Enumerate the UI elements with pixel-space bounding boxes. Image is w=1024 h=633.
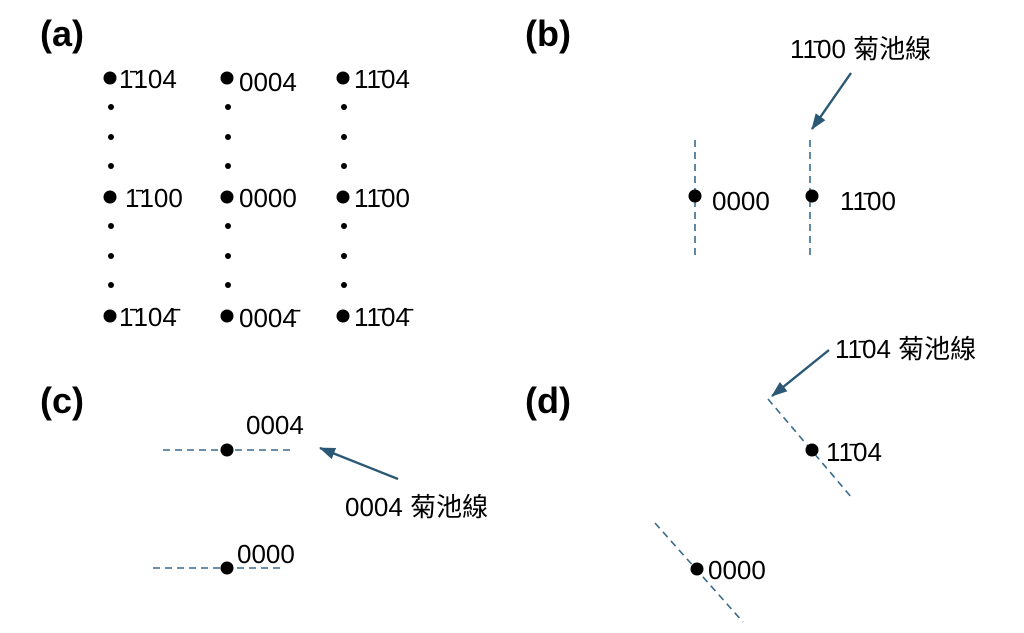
minor-spot: [341, 134, 347, 140]
spot-col2-top: [220, 71, 234, 85]
spot-label-col2-bottom: 0004̄: [239, 303, 301, 333]
minor-spot: [225, 104, 231, 110]
spot-c-reflection: [220, 443, 234, 457]
kikuchi-arrow-d: [771, 349, 830, 397]
spot-label-col1-middle: 1̄100: [125, 183, 183, 213]
panel-label-b: (b): [525, 13, 571, 54]
minor-spot: [341, 163, 347, 169]
minor-spot: [108, 104, 114, 110]
minor-spot: [225, 163, 231, 169]
minor-spot: [225, 282, 231, 288]
spot-label-col1-bottom: 1̄104̄: [119, 302, 181, 332]
spot-label-col3-top: 11̄04: [354, 64, 410, 94]
kikuchi-arrow-b: [811, 72, 852, 130]
minor-spot: [108, 282, 114, 288]
minor-spot: [341, 104, 347, 110]
spot-label-col3-bottom: 11̄04̄: [354, 302, 414, 332]
spot-col1-top: [103, 71, 117, 85]
minor-spot: [341, 223, 347, 229]
spot-label-d-reflection: 11̄04: [826, 437, 882, 467]
panel-b: (b) 11̄00 菊池線 0000 11̄00: [525, 13, 931, 256]
panel-label-a: (a): [40, 13, 84, 54]
spot-label-d-origin: 0000: [708, 555, 766, 585]
spot-label-col2-middle: 0000: [239, 183, 297, 213]
spot-column-2: 0004 0000 0004̄: [220, 67, 301, 333]
minor-spot: [225, 134, 231, 140]
minor-spot: [108, 253, 114, 259]
panel-d: (d) 11̄04 菊池線 11̄04 0000: [525, 334, 976, 623]
spot-d-origin: [690, 562, 704, 576]
panel-label-c: (c): [40, 380, 84, 421]
kikuchi-label-b: 11̄00 菊池線: [790, 34, 931, 64]
spot-b-origin: [688, 189, 702, 203]
spot-col2-middle: [220, 190, 234, 204]
minor-spot: [108, 134, 114, 140]
spot-column-1: 1̄104 1̄100 1̄104̄: [103, 64, 183, 332]
spot-col1-bottom: [103, 309, 117, 323]
spot-col1-middle: [103, 190, 117, 204]
spot-label-b-reflection: 11̄00: [840, 186, 896, 216]
spot-d-reflection: [805, 443, 819, 457]
spot-col3-middle: [336, 190, 350, 204]
spot-col3-bottom: [336, 309, 350, 323]
spot-label-c-origin: 0000: [237, 539, 295, 569]
minor-spot: [341, 253, 347, 259]
minor-spot: [108, 223, 114, 229]
minor-spot: [225, 223, 231, 229]
minor-spot: [225, 253, 231, 259]
spot-label-b-origin: 0000: [712, 186, 770, 216]
minor-spot: [341, 282, 347, 288]
kikuchi-arrow-c: [319, 446, 399, 481]
spot-column-3: 11̄04 11̄00 11̄04̄: [336, 64, 414, 332]
spot-label-c-reflection: 0004: [246, 410, 304, 440]
panel-a: (a) 1̄104 1̄100 1̄104̄ 0004 0000: [40, 13, 414, 333]
spot-label-col3-middle: 11̄00: [354, 183, 410, 213]
panel-label-d: (d): [525, 380, 571, 421]
minor-spot: [108, 163, 114, 169]
spot-col3-top: [336, 71, 350, 85]
panel-c: (c) 0004 0004 菊池線 0000: [40, 380, 488, 575]
spot-label-col2-top: 0004: [239, 67, 297, 97]
kikuchi-label-c: 0004 菊池線: [345, 492, 488, 522]
spot-col2-bottom: [220, 309, 234, 323]
spot-b-reflection: [805, 189, 819, 203]
kikuchi-label-d: 11̄04 菊池線: [835, 334, 976, 364]
spot-c-origin: [220, 561, 234, 575]
spot-label-col1-top: 1̄104: [119, 64, 177, 94]
